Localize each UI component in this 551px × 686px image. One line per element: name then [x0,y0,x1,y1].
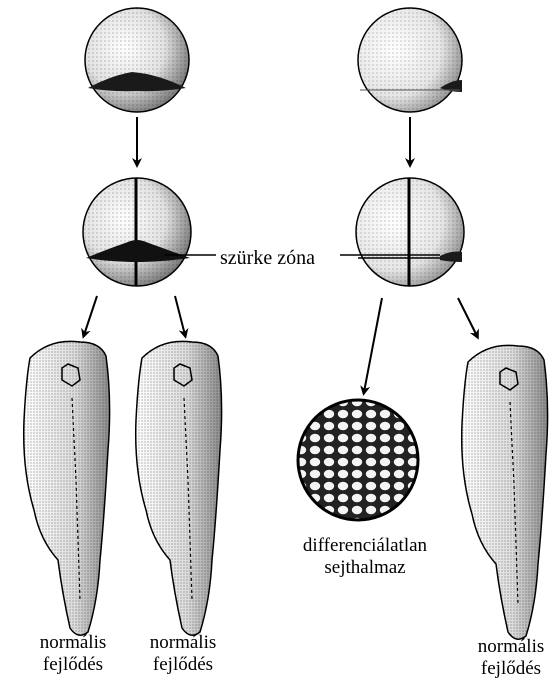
egg-left-top [85,8,189,112]
tadpole-2 [136,341,222,635]
arrow-to-tadpole-1 [84,296,97,335]
normal-label-line2: fejlődés [128,654,238,676]
normal-development-label-3: normális fejlődés [456,636,551,680]
tadpole-3 [462,345,548,639]
normal-label-line2: fejlődés [18,654,128,676]
normal-label-line2: fejlődés [456,658,551,680]
tadpole-1 [24,341,110,635]
two-cell-right [356,178,464,286]
arrow-to-cell-mass [364,298,382,392]
arrow-to-tadpole-3 [458,298,477,336]
undifferentiated-cell-mass-label: differenciálatlan sejthalmaz [280,535,450,579]
normal-label-line1: normális [456,636,551,658]
arrow-to-tadpole-2 [175,296,185,335]
normal-label-line1: normális [128,632,238,654]
cell-mass [298,400,418,520]
undifferentiated-label-line2: sejthalmaz [280,557,450,579]
normal-label-line1: normális [18,632,128,654]
normal-development-label-2: normális fejlődés [128,632,238,676]
egg-right-top [358,8,462,112]
normal-development-label-1: normális fejlődés [18,632,128,676]
grey-zone-label: szürke zóna [216,247,319,269]
two-cell-left [83,178,191,286]
undifferentiated-label-line1: differenciálatlan [280,535,450,557]
